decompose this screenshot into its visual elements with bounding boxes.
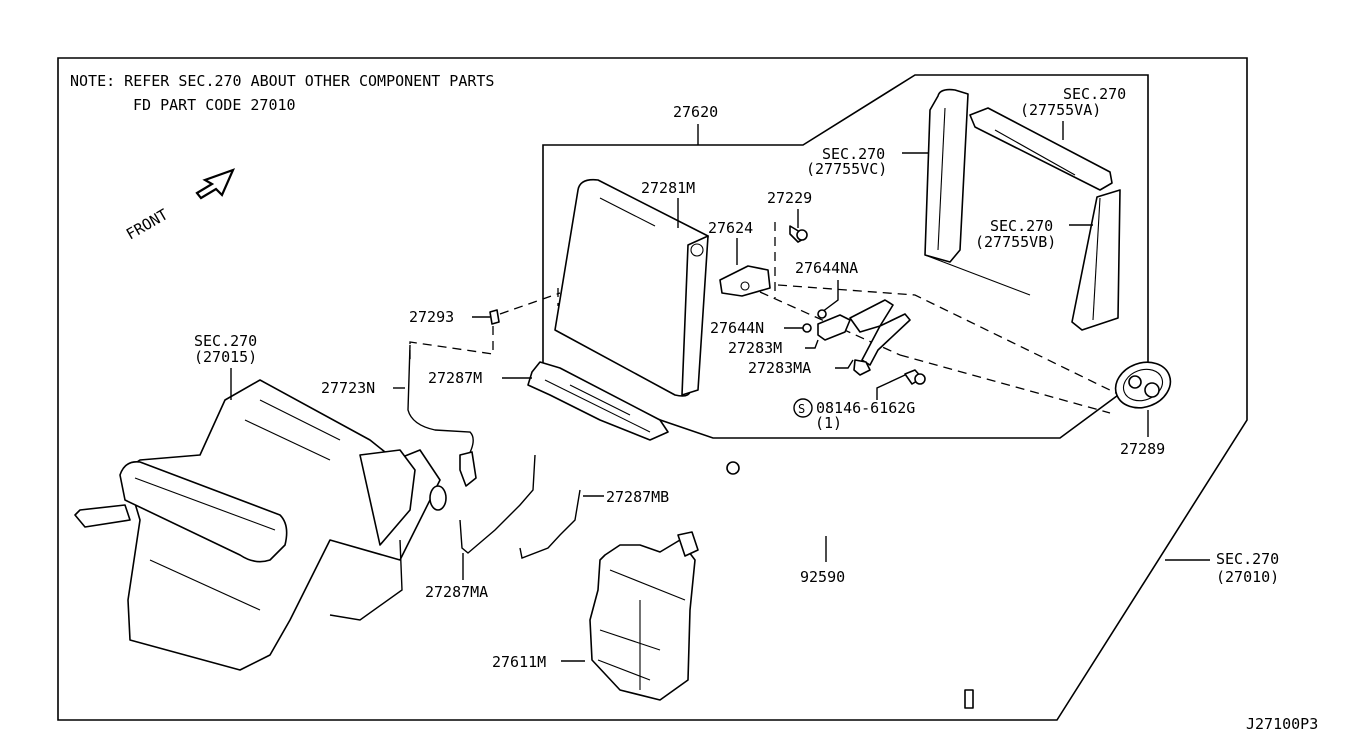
label-27281M: 27281M xyxy=(641,179,695,197)
note-line-2: FD PART CODE 27010 xyxy=(133,96,296,114)
drawing-id: J27100P3 xyxy=(1246,715,1318,733)
pipe-joint-27283M xyxy=(817,299,911,366)
clip-27283MA xyxy=(853,359,871,376)
bracket-27287MA xyxy=(459,454,536,554)
outer-ref-sec: SEC.270 xyxy=(1216,550,1279,568)
cover-ref-vb-sec: SEC.270 xyxy=(990,217,1053,235)
outer-frame xyxy=(57,57,1248,721)
bolt-08146-6162G xyxy=(904,369,926,385)
expansion-valve xyxy=(719,265,771,297)
cover-ref-vc-code: (27755VC) xyxy=(806,160,887,178)
note-line-1: NOTE: REFER SEC.270 ABOUT OTHER COMPONEN… xyxy=(70,72,494,90)
heater-unit-ref-sec: SEC.270 xyxy=(194,332,257,350)
cover-27755VB xyxy=(1071,189,1121,331)
standard-part-symbol xyxy=(793,398,813,418)
label-08146-qty: (1) xyxy=(815,414,842,432)
cover-27755VA xyxy=(969,107,1113,191)
label-27287MA: 27287MA xyxy=(425,583,488,601)
sensor-27723N xyxy=(407,344,474,481)
clip-27293 xyxy=(489,309,500,325)
label-27289: 27289 xyxy=(1120,440,1165,458)
label-27287MB: 27287MB xyxy=(606,488,669,506)
bracket-27287MB xyxy=(519,489,581,559)
label-27611M: 27611M xyxy=(492,653,546,671)
label-27644NA: 27644NA xyxy=(795,259,858,277)
label-92590: 92590 xyxy=(800,568,845,586)
heater-unit-27015 xyxy=(74,379,447,671)
label-27229: 27229 xyxy=(767,189,812,207)
front-arrow-icon xyxy=(195,168,236,200)
label-27644N: 27644N xyxy=(710,319,764,337)
label-08146-6162G: 08146-6162G xyxy=(816,399,915,417)
cover-ref-vc-sec: SEC.270 xyxy=(822,145,885,163)
cover-ref-va-sec: SEC.270 xyxy=(1063,85,1126,103)
label-27624: 27624 xyxy=(708,219,753,237)
label-27293: 27293 xyxy=(409,308,454,326)
front-direction-indicator: FRONT xyxy=(123,168,236,243)
bolt-27229 xyxy=(789,225,808,243)
label-27723N: 27723N xyxy=(321,379,375,397)
label-27287M: 27287M xyxy=(428,369,482,387)
evaporator-core xyxy=(554,178,709,397)
outer-ref-code: (27010) xyxy=(1216,568,1279,586)
label-27620: 27620 xyxy=(673,103,718,121)
heater-unit-ref-code: (27015) xyxy=(194,348,257,366)
label-27283MA: 27283MA xyxy=(748,359,811,377)
cover-27755VC xyxy=(924,88,1031,296)
cover-ref-va-code: (27755VA) xyxy=(1020,101,1101,119)
front-label: FRONT xyxy=(123,205,171,243)
housing-27287M xyxy=(527,361,669,441)
grommet-27289 xyxy=(1114,361,1172,409)
label-27283M: 27283M xyxy=(728,339,782,357)
standard-part-symbol-letter: S xyxy=(798,402,805,416)
cover-ref-vb-code: (27755VB) xyxy=(975,233,1056,251)
case-27611M xyxy=(589,531,699,701)
